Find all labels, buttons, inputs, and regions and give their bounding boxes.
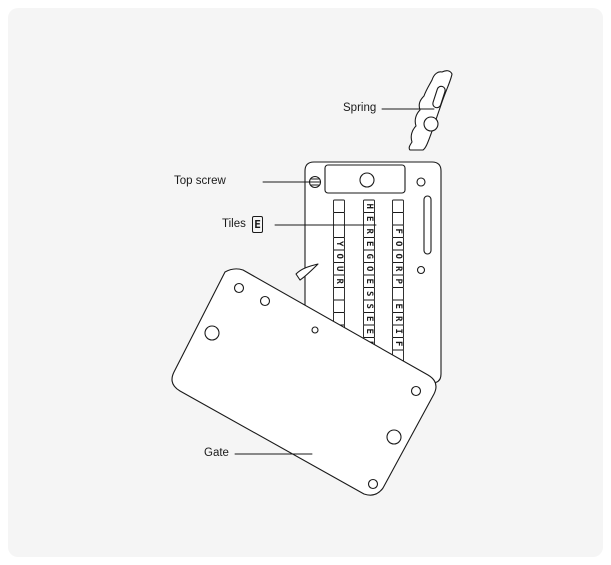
tile	[333, 212, 345, 226]
tile-letter: G	[364, 254, 374, 259]
tile	[333, 224, 345, 238]
tiles-label: Tiles	[222, 218, 246, 230]
tile-letter: O	[364, 266, 374, 272]
tile-letter: R	[364, 229, 374, 235]
tile-letter: Y	[334, 241, 344, 247]
side-slot	[423, 195, 432, 255]
top-screw-label: Top screw	[174, 175, 226, 187]
tile-letter: P	[393, 279, 403, 285]
tile-columns: YOURHEREGOESSEEDFOORPERIF	[333, 199, 404, 363]
gate-part	[171, 268, 437, 496]
tile-letter: O	[393, 254, 403, 260]
tile-column-2: HEREGOESSEED	[363, 199, 375, 363]
tile-letter: F	[393, 229, 403, 234]
tile-letter: S	[364, 304, 374, 309]
tile	[333, 299, 345, 313]
tile-letter: S	[364, 291, 374, 296]
tile-column-1: Y O U R	[333, 199, 345, 363]
tile	[392, 212, 404, 226]
tile-letter: I	[393, 329, 403, 334]
gate-label: Gate	[204, 447, 229, 459]
tile	[333, 199, 345, 213]
tile-letter: F	[393, 341, 403, 346]
tile-letter: E	[364, 241, 374, 246]
tile-example-icon: E	[252, 216, 263, 233]
tile-letter: R	[334, 279, 344, 285]
tile-letter: E	[364, 279, 374, 284]
tile-letter: E	[393, 304, 403, 309]
spring-part	[408, 70, 453, 151]
tile-letter: U	[334, 266, 344, 271]
spring-label: Spring	[343, 102, 377, 114]
tile-letter: O	[393, 241, 403, 247]
tile	[392, 287, 404, 301]
tile-letter: E	[364, 316, 374, 321]
tile	[392, 199, 404, 213]
tile-letter: O	[334, 254, 344, 260]
tile-letter: R	[393, 266, 403, 272]
tile-letter: H	[364, 204, 374, 209]
tile-letter: E	[364, 329, 374, 334]
tile-letter: E	[364, 216, 374, 221]
tile	[333, 287, 345, 301]
tile-letter: R	[393, 316, 403, 322]
